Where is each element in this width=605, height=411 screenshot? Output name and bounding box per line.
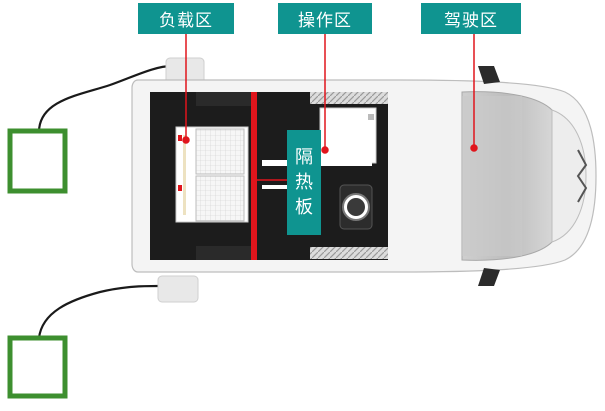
- grounding-cables: [37, 64, 173, 339]
- tread-top: [310, 92, 388, 104]
- leader-lines: [182, 33, 478, 181]
- wheel-rear-top: [196, 92, 254, 106]
- ground-pad-bottom: [7, 335, 68, 399]
- tread-bottom: [310, 247, 388, 259]
- wheel-rear-bottom: [196, 246, 254, 260]
- heat-shield-char-3: 板: [295, 197, 313, 218]
- heat-shield-char-2: 热: [295, 172, 313, 193]
- heat-shield-char-1: 隔: [295, 147, 313, 168]
- load-zone-label: 负载区: [138, 3, 234, 34]
- operation-zone-label: 操作区: [278, 3, 372, 34]
- driver-zone-label: 驾驶区: [421, 3, 521, 34]
- heat-shield-label: 隔 热 板: [287, 130, 321, 235]
- rear-connector-bottom: [157, 275, 199, 303]
- load-rack: [175, 126, 249, 223]
- partition-wall: [251, 92, 257, 260]
- ground-pad-top: [7, 128, 68, 194]
